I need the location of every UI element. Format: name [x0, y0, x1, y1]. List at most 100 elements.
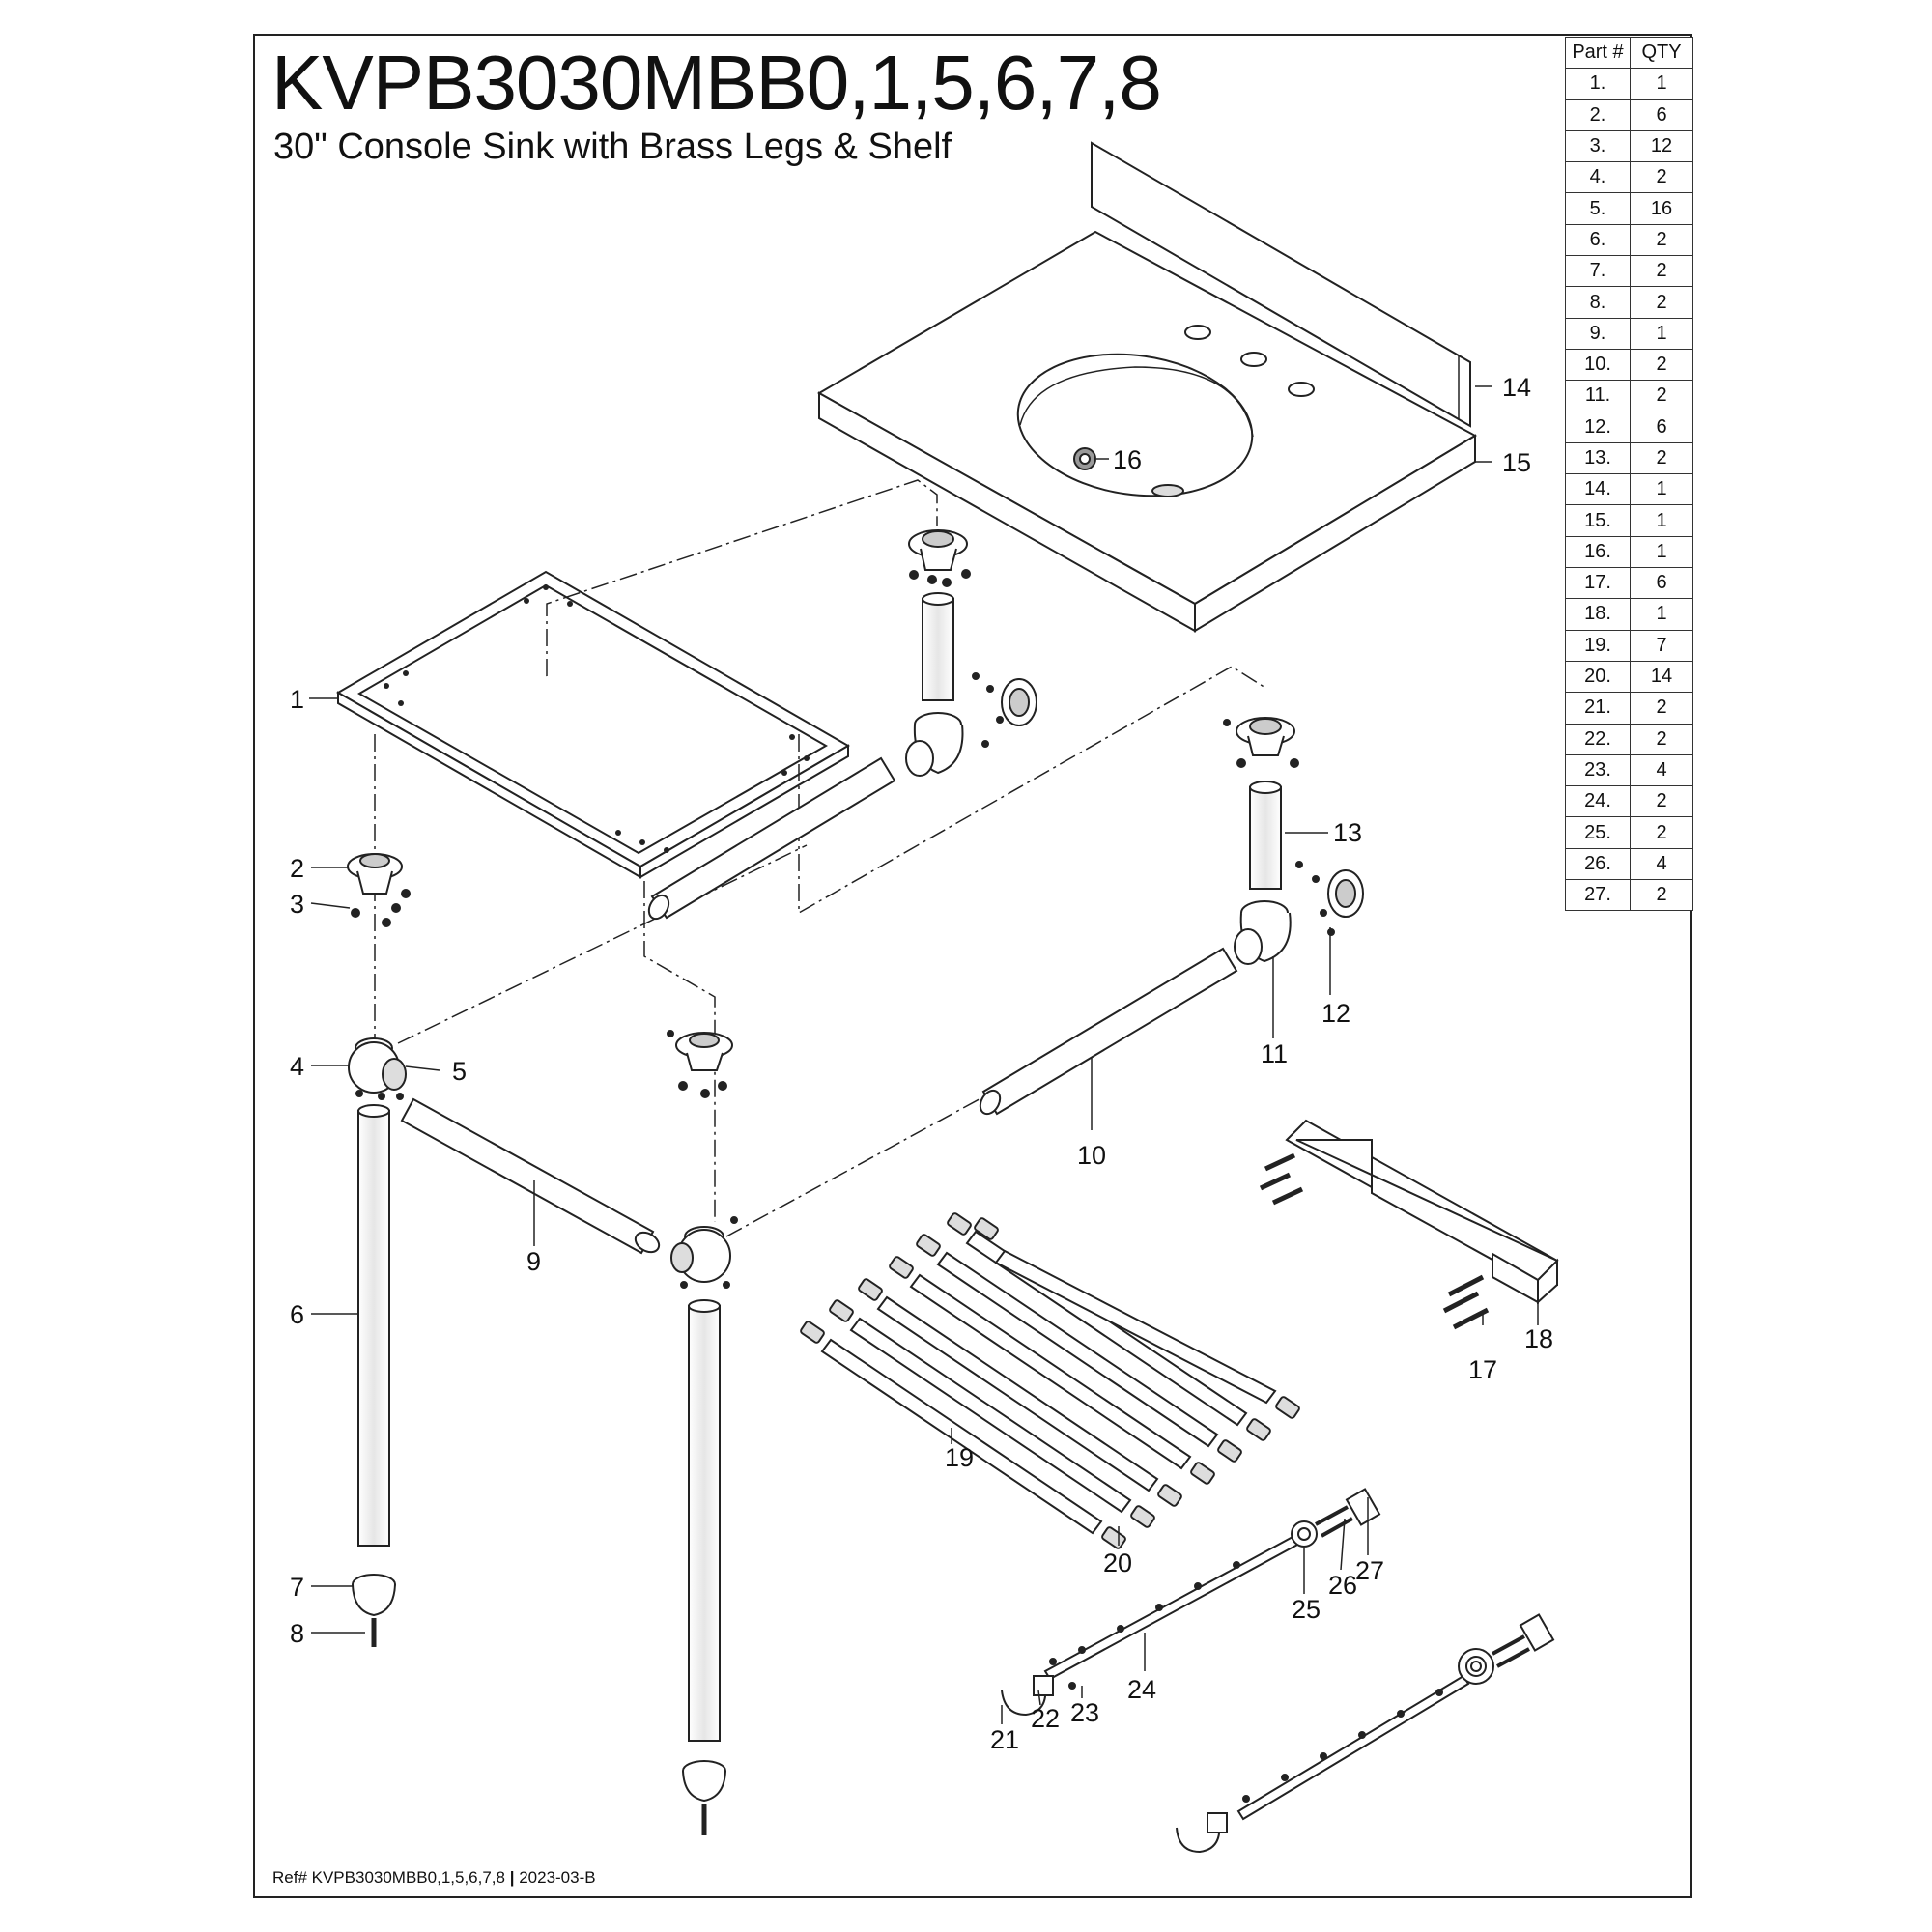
table-row: 12.6	[1565, 411, 1693, 443]
towel-bar-bracket	[1259, 1119, 1559, 1330]
qty-cell: 1	[1630, 68, 1693, 100]
leader-lines	[309, 385, 1539, 1724]
table-row: 6.2	[1565, 223, 1693, 257]
part-number-cell: 3.	[1565, 129, 1631, 163]
qty-cell: 1	[1630, 317, 1693, 350]
table-row: 23.4	[1565, 753, 1693, 787]
part-number-cell: 6.	[1565, 223, 1631, 257]
qty-cell: 2	[1630, 816, 1693, 849]
qty-cell: 12	[1630, 129, 1693, 163]
part-number-cell: 7.	[1565, 255, 1631, 288]
part-number-cell: 8.	[1565, 286, 1631, 319]
qty-cell: 2	[1630, 380, 1693, 412]
callout-10: 10	[1077, 1141, 1106, 1170]
part-number-cell: 5.	[1565, 192, 1631, 225]
qty-cell: 2	[1630, 348, 1693, 382]
shelf-rods	[800, 1212, 1300, 1549]
part-number-cell: 4.	[1565, 161, 1631, 194]
part-number-cell: 9.	[1565, 317, 1631, 350]
qty-cell: 2	[1630, 785, 1693, 818]
part-number-cell: 11.	[1565, 380, 1631, 412]
callout-7: 7	[290, 1573, 304, 1602]
qty-cell: 7	[1630, 629, 1693, 662]
table-row: 17.6	[1565, 567, 1693, 600]
callout-14: 14	[1502, 373, 1531, 402]
backsplash	[1091, 141, 1471, 428]
part-number-cell: 16.	[1565, 535, 1631, 569]
part-number-cell: 26.	[1565, 847, 1631, 881]
table-row: 26.4	[1565, 847, 1693, 881]
qty-cell: 2	[1630, 161, 1693, 194]
table-row: 1.1	[1565, 68, 1693, 100]
table-row: 3.12	[1565, 129, 1693, 163]
countertop	[816, 230, 1478, 633]
callout-12: 12	[1321, 999, 1350, 1028]
qty-cell: 6	[1630, 567, 1693, 600]
qty-cell: 1	[1630, 598, 1693, 631]
callout-27: 27	[1355, 1556, 1384, 1585]
qty-cell: 2	[1630, 692, 1693, 724]
qty-cell: 14	[1630, 660, 1693, 694]
callout-3: 3	[290, 890, 304, 919]
callout-16: 16	[1113, 445, 1142, 474]
callout-9: 9	[526, 1247, 541, 1276]
callout-6: 6	[290, 1300, 304, 1329]
table-row: 21.2	[1565, 692, 1693, 724]
callout-18: 18	[1524, 1324, 1553, 1353]
qty-cell: 2	[1630, 286, 1693, 319]
part-number-cell: 20.	[1565, 660, 1631, 694]
towel-bar-lower	[1176, 1613, 1555, 1854]
part-number-cell: 14.	[1565, 473, 1631, 506]
callout-labels: 1 2 3 4 5 6 7 8 9 10 11 12 13 14 15 16 1…	[290, 373, 1553, 1754]
callout-22: 22	[1031, 1704, 1060, 1733]
ref-prefix: Ref# KVPB3030MBB0,1,5,6,7,8	[272, 1868, 510, 1887]
callout-17: 17	[1468, 1355, 1497, 1384]
rails-upper	[400, 756, 1238, 1255]
overflow-ring	[1073, 447, 1096, 470]
table-row: 22.2	[1565, 723, 1693, 755]
part-number-cell: 18.	[1565, 598, 1631, 631]
col-header-qty: QTY	[1630, 36, 1693, 70]
table-row: 18.1	[1565, 598, 1693, 631]
part-number-cell: 10.	[1565, 348, 1631, 382]
table-row: 2.6	[1565, 99, 1693, 131]
callout-23: 23	[1070, 1698, 1099, 1727]
callout-19: 19	[945, 1443, 974, 1472]
qty-cell: 4	[1630, 847, 1693, 881]
callout-15: 15	[1502, 448, 1531, 477]
part-number-cell: 23.	[1565, 753, 1631, 787]
callout-1: 1	[290, 685, 304, 714]
table-row: 19.7	[1565, 629, 1693, 662]
qty-cell: 1	[1630, 473, 1693, 506]
rear-right-assembly	[1223, 717, 1364, 965]
qty-cell: 2	[1630, 255, 1693, 288]
leg-front-right	[667, 1030, 738, 1835]
leg-front-left	[348, 1037, 407, 1647]
page-subtitle: 30" Console Sink with Brass Legs & Shelf	[273, 127, 952, 167]
qty-cell: 2	[1630, 441, 1693, 475]
qty-cell: 2	[1630, 723, 1693, 755]
callout-8: 8	[290, 1619, 304, 1648]
flange-left	[347, 853, 411, 927]
page-title: KVPB3030MBB0,1,5,6,7,8	[271, 40, 1162, 126]
table-row: 24.2	[1565, 785, 1693, 818]
towel-bar-upper	[1001, 1488, 1381, 1717]
part-number-cell: 15.	[1565, 504, 1631, 537]
part-number-cell: 17.	[1565, 567, 1631, 600]
qty-cell: 6	[1630, 99, 1693, 131]
ref-code: 2023-03-B	[514, 1868, 596, 1887]
top-frame	[336, 570, 850, 879]
qty-cell: 1	[1630, 504, 1693, 537]
parts-table-header: Part # QTY	[1565, 36, 1693, 70]
part-number-cell: 1.	[1565, 68, 1631, 100]
part-number-cell: 12.	[1565, 411, 1631, 443]
callout-11: 11	[1261, 1039, 1288, 1068]
part-number-cell: 13.	[1565, 441, 1631, 475]
table-row: 27.2	[1565, 879, 1693, 912]
table-row: 20.14	[1565, 660, 1693, 694]
callout-21: 21	[990, 1725, 1019, 1754]
table-row: 7.2	[1565, 255, 1693, 288]
qty-cell: 6	[1630, 411, 1693, 443]
